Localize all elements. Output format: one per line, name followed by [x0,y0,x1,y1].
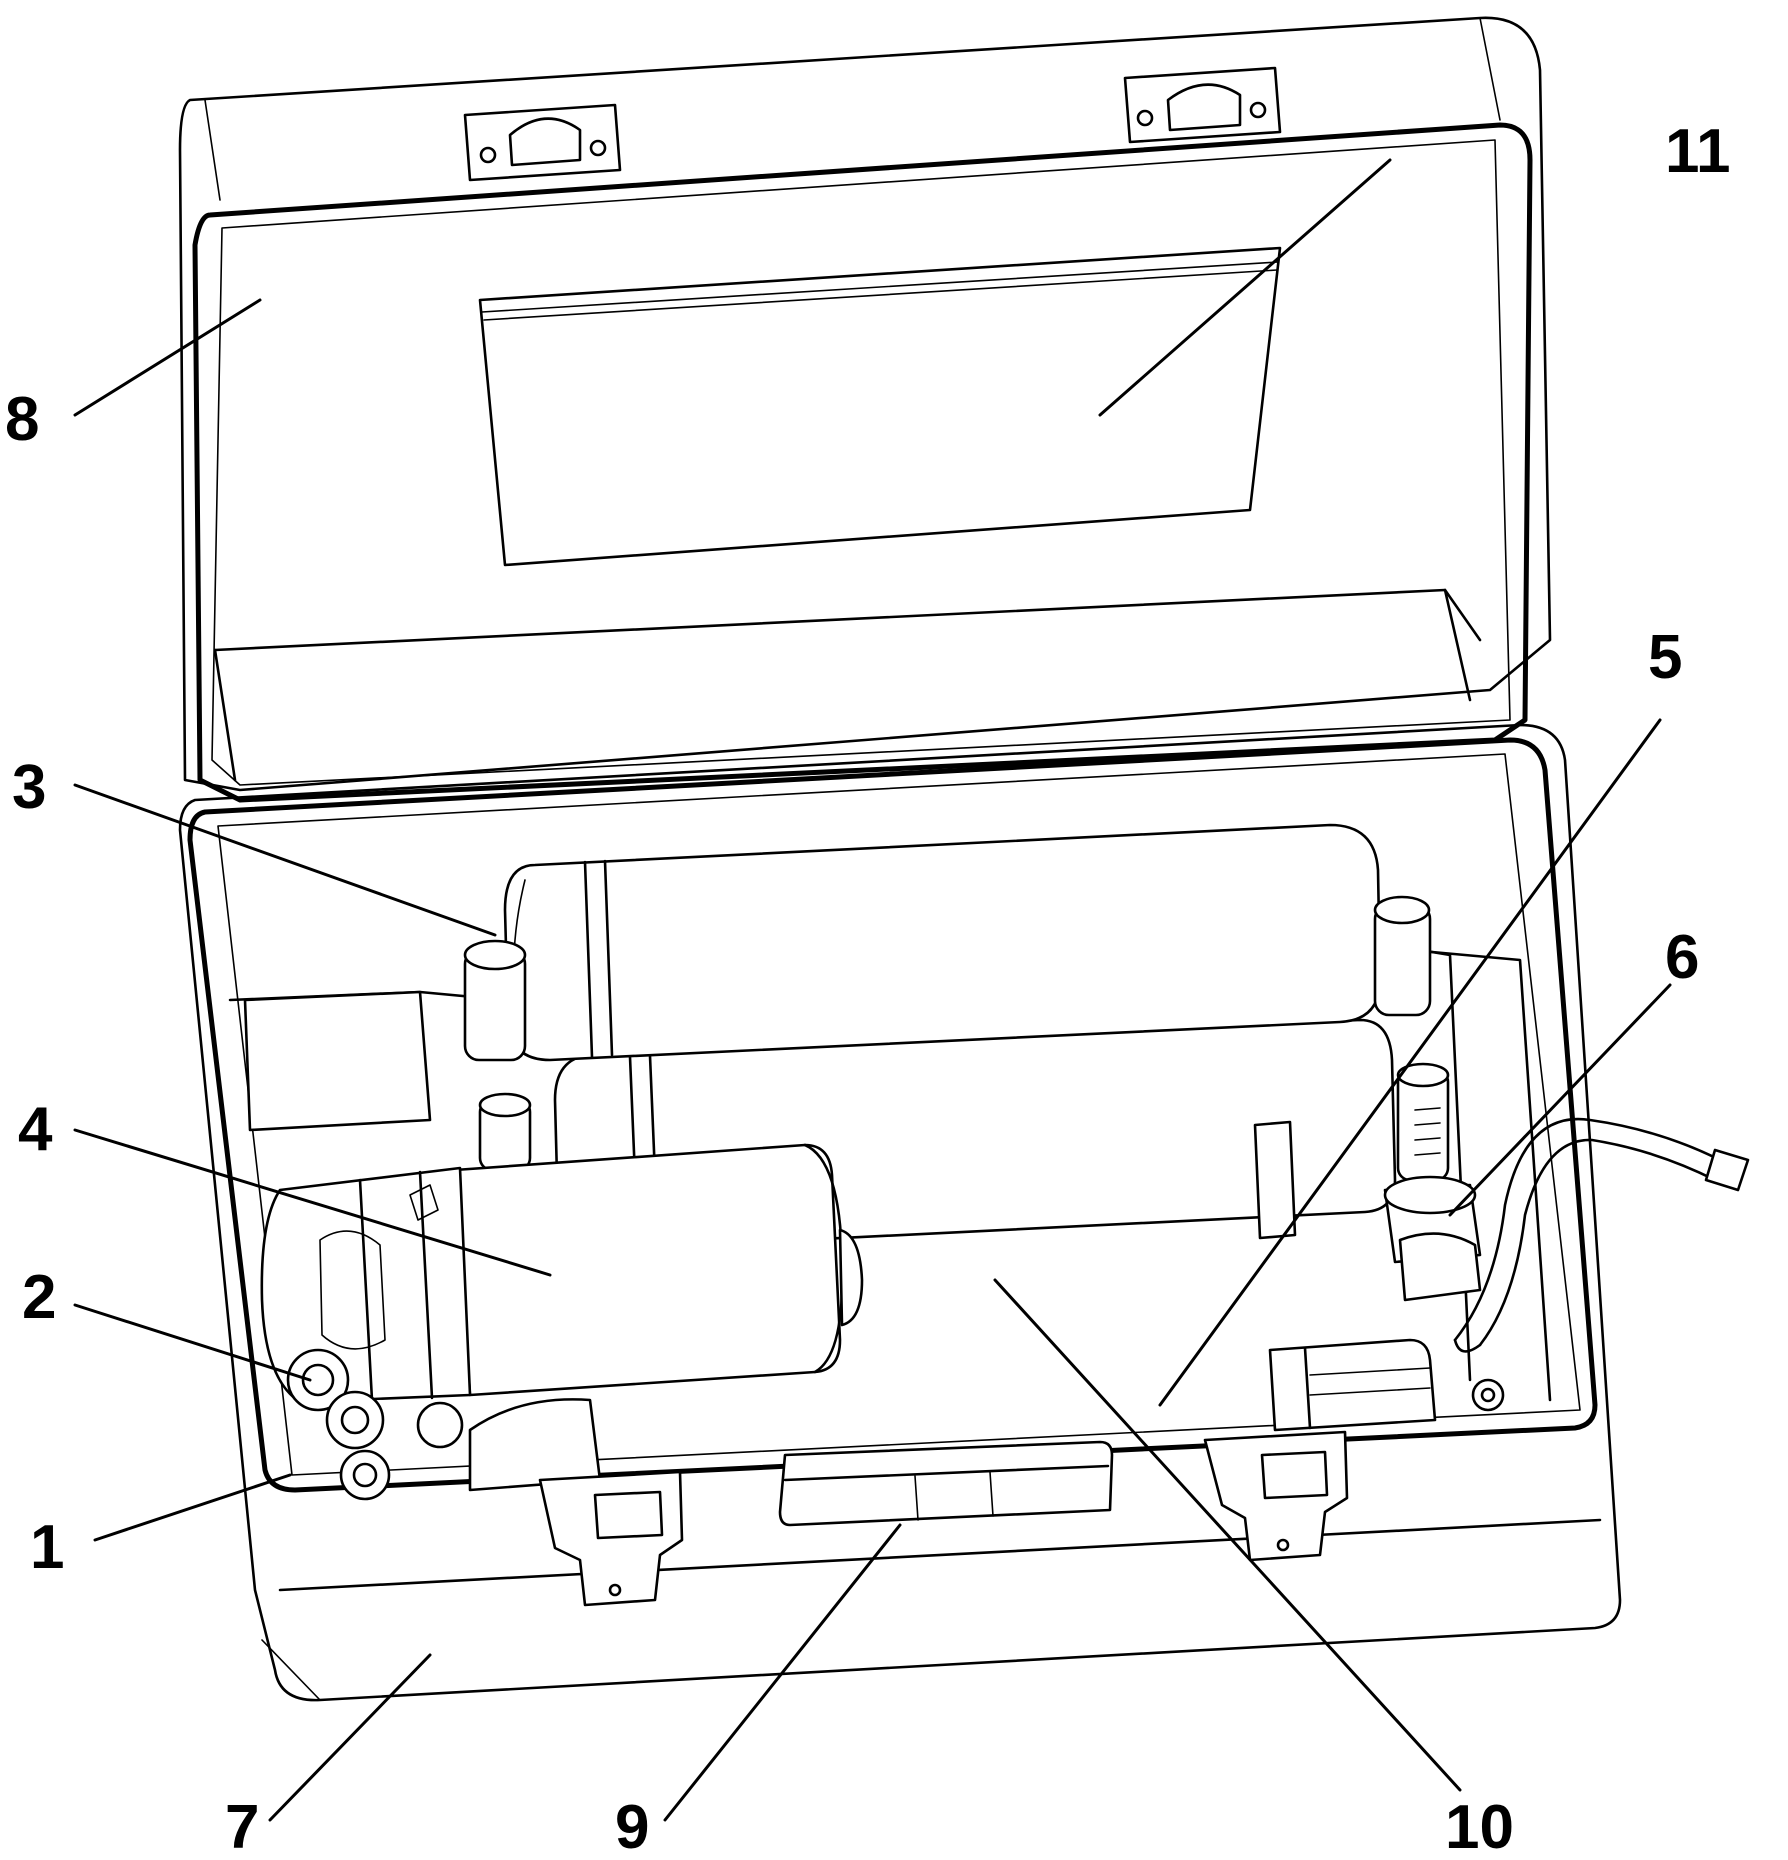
leader-7 [268,1653,432,1822]
leader-11 [1098,158,1392,417]
callout-3: 3 [12,753,46,822]
leader-6 [1448,983,1672,1217]
callout-8: 8 [5,385,39,454]
leader-9 [663,1523,902,1822]
lid-outer-shell [178,16,1552,792]
compressor-fittings [286,1348,602,1501]
leader-10 [993,1278,1462,1792]
callout-5: 5 [1648,623,1682,692]
tank-mount-right [1373,895,1450,1182]
tank-mount-left [463,939,532,1172]
callout-11: 11 [1665,117,1731,186]
base-latch-right [1203,1430,1349,1562]
leader-lines [73,158,1672,1822]
callout-6: 6 [1665,923,1699,992]
air-hose [1453,1117,1750,1353]
base-latch-left [538,1470,684,1607]
air-tank-upper [503,823,1382,1062]
lid-latch-right [1123,66,1282,144]
leader-5 [1158,718,1662,1407]
leader-4 [73,1128,552,1277]
lid-pocket-11 [478,246,1282,567]
carry-handle-9 [778,1440,1114,1527]
compressor-4 [243,990,864,1404]
leader-2 [73,1303,312,1382]
callout-9: 9 [615,1793,649,1860]
callout-1: 1 [30,1513,64,1582]
gauge-6 [1383,1175,1505,1412]
leader-8 [73,298,262,417]
leader-3 [73,783,497,937]
valve-block-5 [1268,1338,1437,1432]
leader-1 [93,1473,292,1542]
callout-10: 10 [1445,1793,1514,1860]
callout-7: 7 [225,1793,259,1860]
lid-latch-left [463,103,622,182]
callout-2: 2 [22,1263,56,1332]
callout-4: 4 [18,1095,53,1164]
